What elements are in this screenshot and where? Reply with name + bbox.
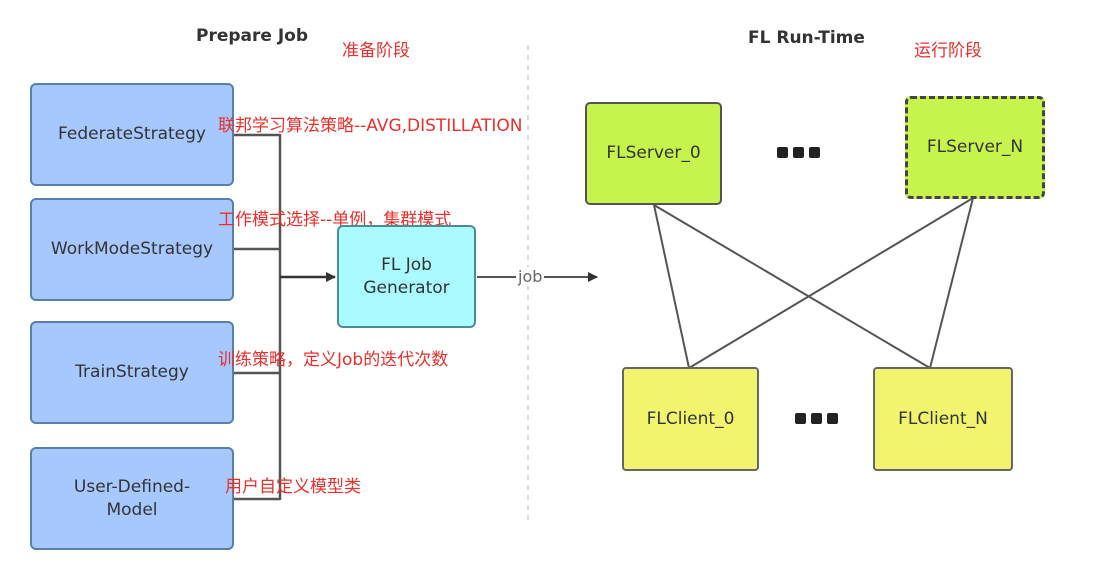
prepare-stage-note: 准备阶段 (342, 41, 410, 61)
fl-client-n-box: FLClient_N (873, 367, 1013, 471)
fl-server-n-label: FLServer_N (926, 137, 1024, 158)
fl-server-0-box: FLServer_0 (585, 102, 722, 205)
user-defined-model-label: User-Defined- Model (73, 476, 191, 520)
fl-job-generator-box: FL Job Generator (337, 225, 476, 328)
train-strategy-box: TrainStrategy (30, 321, 234, 424)
runtime-stage-note: 运行阶段 (914, 41, 982, 61)
fl-client-0-label: FLClient_0 (646, 408, 735, 429)
client-ellipsis (795, 413, 838, 424)
edge-serverN-clientN (929, 197, 974, 369)
train-strategy-label: TrainStrategy (75, 362, 189, 383)
edge-serverN-client0 (688, 197, 974, 369)
workmode-strategy-box: WorkModeStrategy (30, 198, 234, 301)
server-ellipsis (777, 147, 820, 158)
job-arrow-label: job (516, 267, 545, 286)
fl-server-n-box: FLServer_N (905, 96, 1045, 199)
user-defined-model-note: 用户自定义模型类 (225, 477, 361, 497)
federate-strategy-label: FederateStrategy (58, 124, 206, 145)
fl-client-0-box: FLClient_0 (622, 367, 759, 471)
fl-job-generator-label: FL Job Generator (363, 254, 450, 298)
user-defined-model-box: User-Defined- Model (30, 447, 234, 550)
fl-server-0-label: FLServer_0 (606, 143, 701, 164)
edge-server0-client0 (653, 204, 690, 369)
workmode-strategy-label: WorkModeStrategy (50, 239, 214, 260)
federate-strategy-box: FederateStrategy (30, 83, 234, 186)
federate-strategy-note: 联邦学习算法策略--AVG,DISTILLATION (218, 116, 523, 136)
prepare-job-title: Prepare Job (196, 26, 309, 46)
train-strategy-note: 训练策略，定义Job的迭代次数 (218, 350, 449, 370)
fl-client-n-label: FLClient_N (898, 408, 988, 429)
runtime-title: FL Run-Time (748, 28, 865, 48)
edge-server0-clientN (653, 204, 931, 369)
